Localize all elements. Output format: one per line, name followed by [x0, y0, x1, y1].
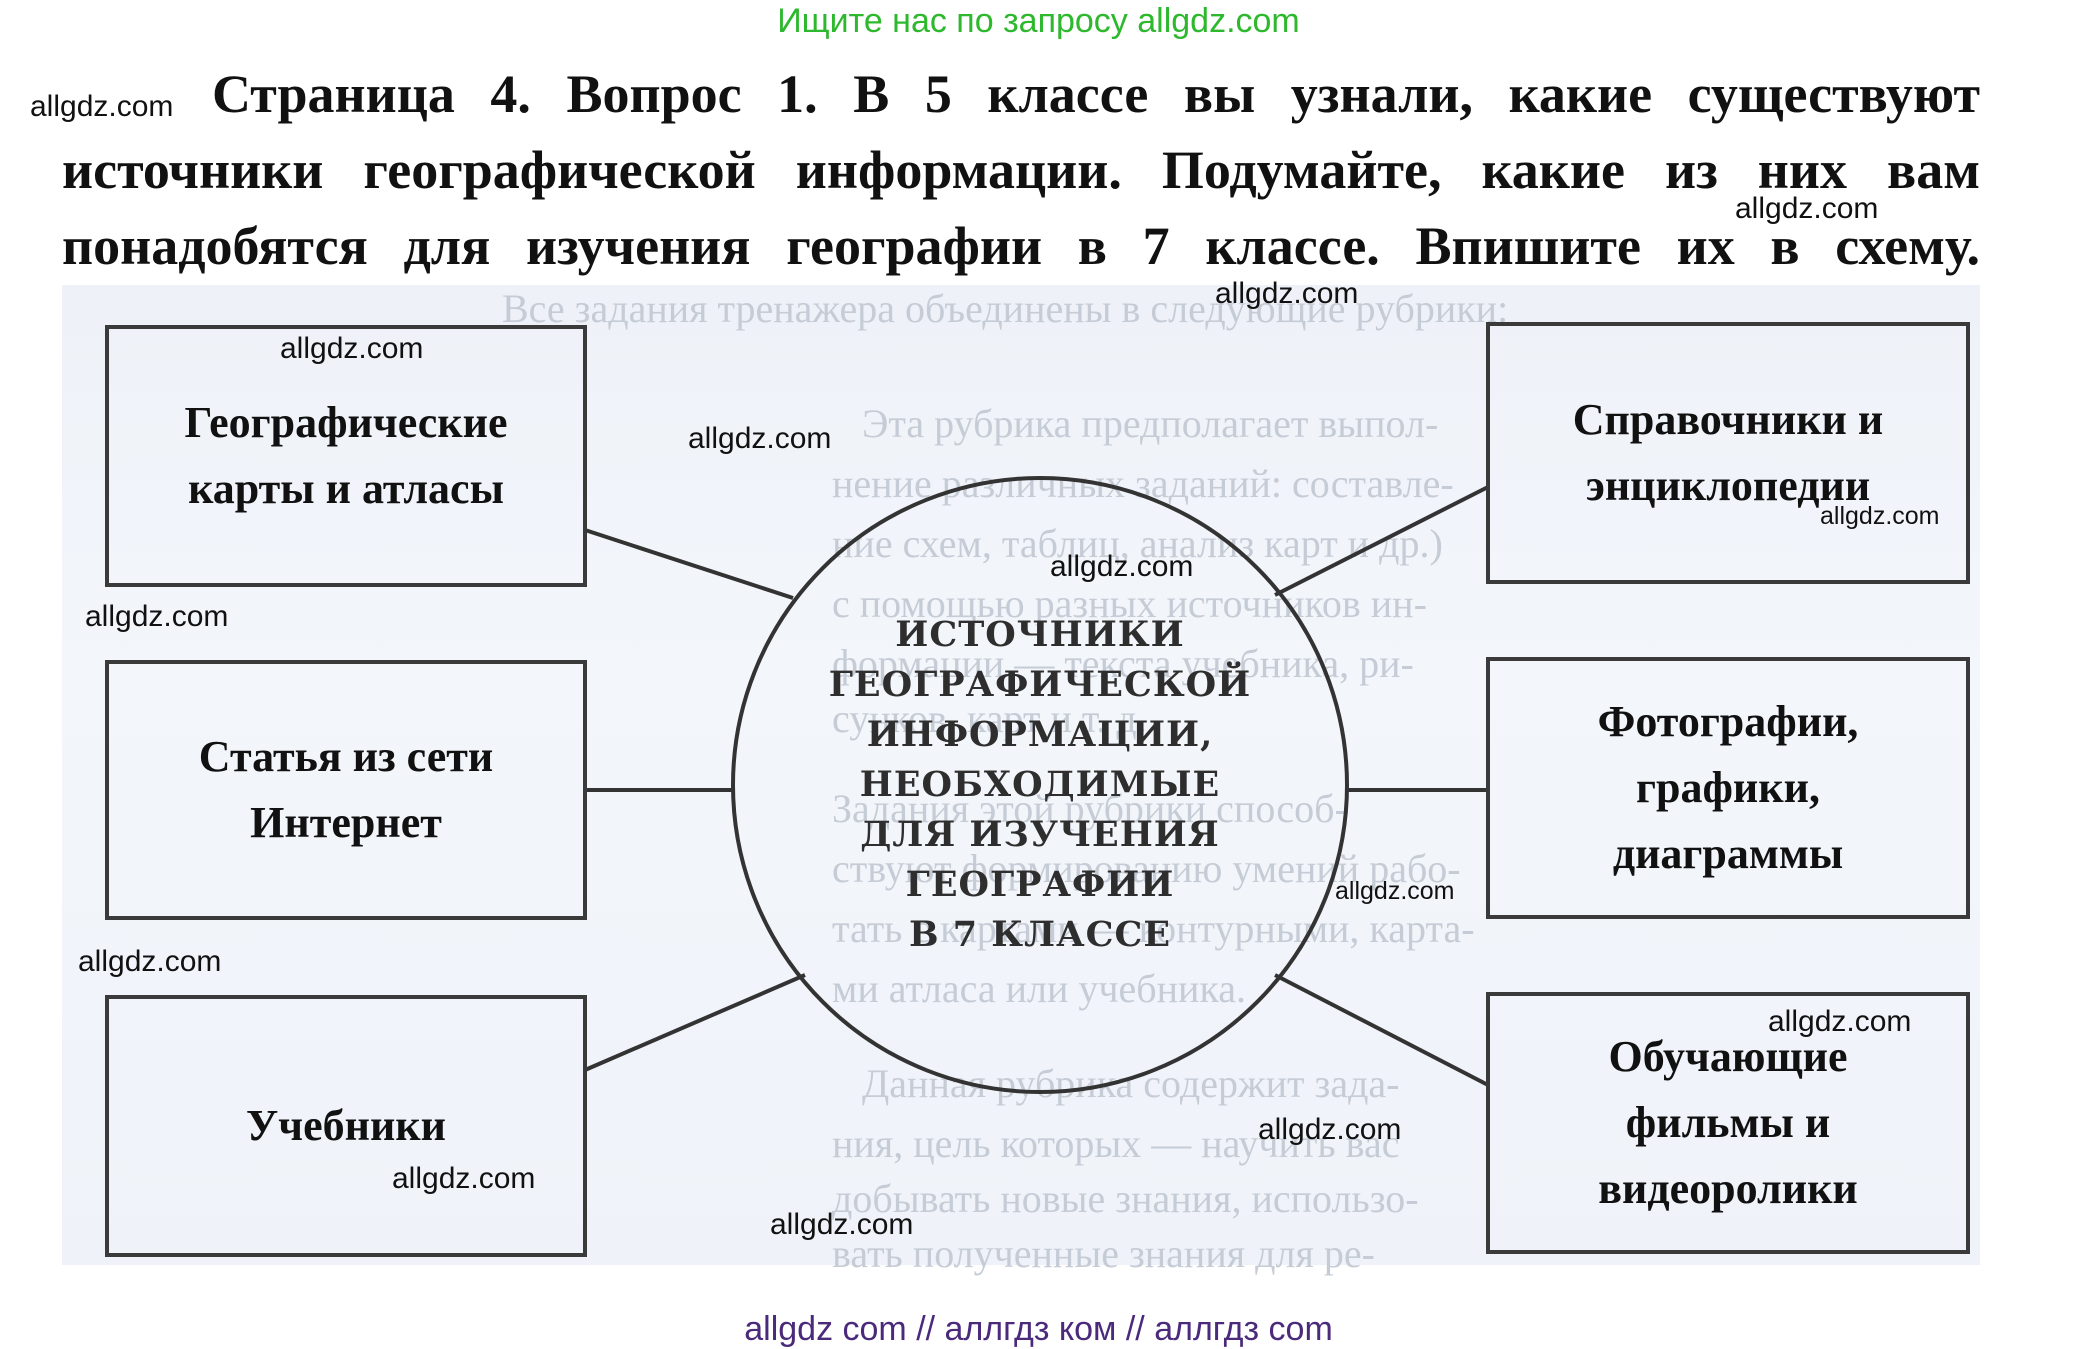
box-line: диаграммы	[1612, 829, 1844, 878]
watermark: allgdz.com	[1050, 550, 1194, 583]
question-line-3: понадобятся для изучения географии в 7 к…	[62, 216, 1980, 276]
connector-films	[1274, 973, 1489, 1087]
center-line: ДЛЯ ИЗУЧЕНИЯ	[860, 814, 1220, 855]
center-line: НЕОБХОДИМЫЕ	[859, 764, 1221, 805]
center-line: ГЕОГРАФИИ	[905, 864, 1175, 905]
background-text-line: Эта рубрика предполагает выпол-	[862, 401, 1439, 446]
background-text-line: ние схем, таблиц, анализ карт и др.)	[832, 521, 1443, 566]
watermark: allgdz.com	[1215, 277, 1359, 310]
watermark: allgdz.com	[1258, 1113, 1402, 1146]
box-line: энциклопедии	[1585, 461, 1871, 510]
center-line: ИНФОРМАЦИИ,	[866, 714, 1214, 755]
box-textbooks: Учебники	[105, 995, 587, 1257]
background-text-line: тать с картами — контурными, карта-	[832, 906, 1475, 951]
box-educational-films: Обучающие фильмы и видеоролики	[1486, 992, 1970, 1254]
top-banner: Ищите нас по запросу allgdz.com	[777, 2, 1300, 40]
box-line: Справочники и	[1572, 395, 1884, 444]
watermark: allgdz.com	[1335, 877, 1455, 905]
box-line: Статья из сети	[198, 732, 494, 781]
background-text-line: Данная рубрика содержит зада-	[862, 1061, 1400, 1106]
box-line: графики,	[1636, 763, 1820, 812]
center-line: ИСТОЧНИКИ	[895, 614, 1185, 655]
center-line: В 7 КЛАССЕ	[909, 914, 1171, 955]
watermark: allgdz.com	[85, 600, 229, 633]
connector-textbooks	[584, 973, 806, 1072]
watermark: allgdz.com	[688, 422, 832, 455]
watermark: allgdz.com	[392, 1162, 536, 1195]
background-text-line: ми атласа или учебника.	[832, 966, 1247, 1011]
footer-links: allgdz com // аллгдз ком // аллгдз com	[744, 1310, 1333, 1348]
watermark: allgdz.com	[770, 1208, 914, 1241]
box-line: фильмы и	[1625, 1098, 1831, 1147]
watermark: allgdz.com	[30, 90, 174, 123]
background-text-line: добывать новые знания, использо-	[832, 1176, 1419, 1221]
box-reference-books: Справочники и энциклопедии	[1486, 322, 1970, 584]
connector-reference	[1274, 485, 1489, 597]
scanned-page-background: Все задания тренажера объединены в следу…	[62, 285, 1980, 1276]
center-label: ИСТОЧНИКИ ГЕОГРАФИЧЕСКОЙ ИНФОРМАЦИИ, НЕО…	[800, 610, 1280, 960]
watermark: allgdz.com	[280, 332, 424, 365]
question-line-2: источники географической информации. Под…	[62, 140, 1980, 200]
box-line: Фотографии,	[1597, 697, 1859, 746]
center-circle	[731, 476, 1349, 1094]
box-photos-charts: Фотографии, графики, диаграммы	[1486, 657, 1970, 919]
background-text-line: с помощью разных источников ин-	[832, 581, 1427, 626]
watermark: allgdz.com	[1768, 1005, 1912, 1038]
background-text-line: ствуют формированию умений рабо-	[832, 846, 1461, 891]
center-line: ГЕОГРАФИЧЕСКОЙ	[828, 664, 1252, 705]
background-text-line: Задания этой рубрики способ-	[832, 786, 1348, 831]
question-line-1: Страница 4. Вопрос 1. В 5 классе вы узна…	[212, 64, 1980, 124]
box-line: Географические	[184, 398, 508, 447]
background-text-line: ния, цель которых — научить вас	[832, 1121, 1400, 1166]
watermark: allgdz.com	[78, 945, 222, 978]
watermark: allgdz.com	[1820, 502, 1940, 530]
question-text: Страница 4. Вопрос 1. В 5 классе вы узна…	[62, 56, 1980, 284]
box-line: Учебники	[245, 1101, 447, 1150]
box-line: видеоролики	[1598, 1164, 1858, 1213]
background-text-line: Все задания тренажера объединены в следу…	[502, 286, 1509, 331]
watermark: allgdz.com	[1735, 192, 1879, 225]
background-text-line: нение различных заданий: составле-	[832, 461, 1454, 506]
box-line: Обучающие	[1608, 1032, 1848, 1081]
background-text-line: вать полученные знания для ре-	[832, 1231, 1375, 1276]
box-line: Интернет	[250, 798, 442, 847]
connector-maps	[584, 528, 794, 600]
background-text-line: сунков, карт и т. д.	[832, 696, 1147, 741]
box-line: карты и атласы	[188, 464, 504, 513]
box-maps-atlases: Географические карты и атласы	[105, 325, 587, 587]
